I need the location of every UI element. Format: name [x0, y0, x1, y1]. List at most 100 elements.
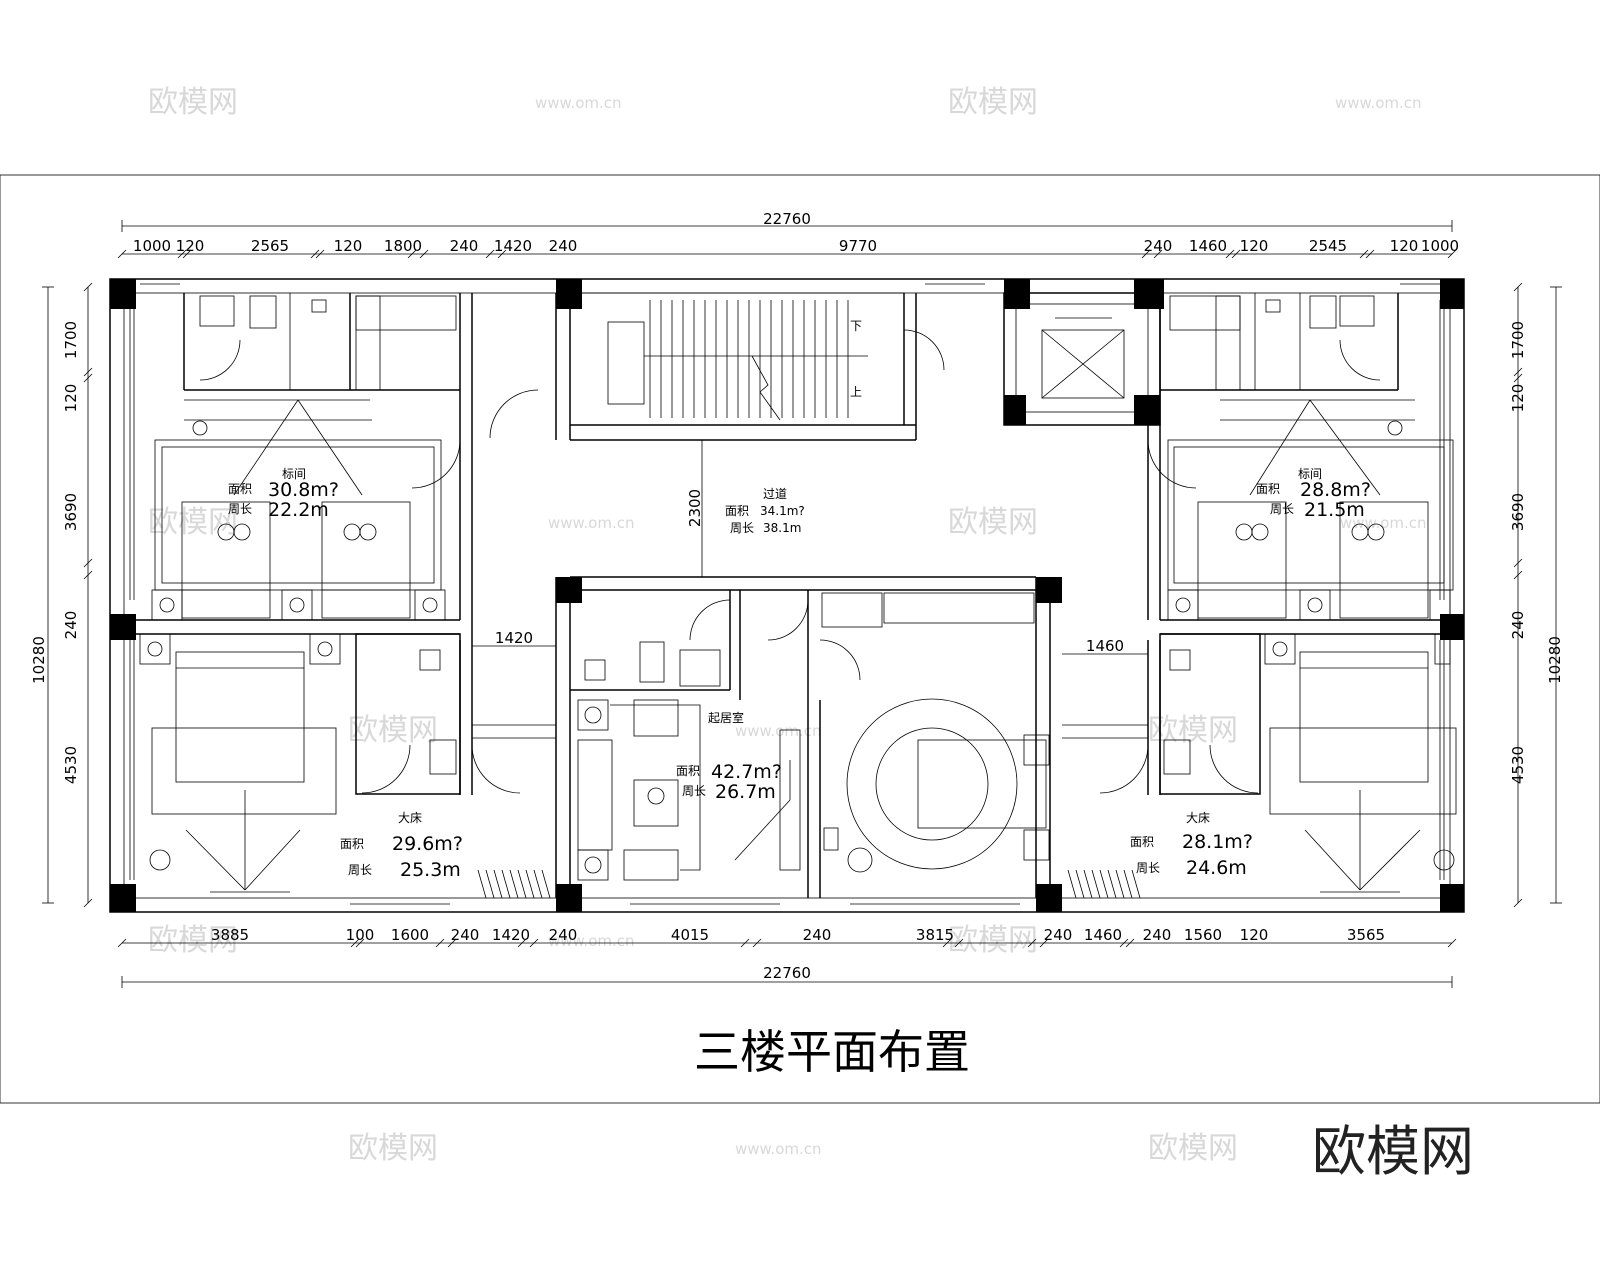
dim-tick: [315, 249, 325, 259]
dim-tick: [1513, 367, 1523, 377]
interior-walls: [124, 292, 1450, 898]
dim-tick: [117, 249, 127, 259]
dim-corridor-right: 1460: [1086, 637, 1124, 655]
dim-bottom: 3565: [1347, 926, 1385, 944]
top-dimensions: 22760 1000 120 2565 120 1800 240 1420 24…: [117, 210, 1459, 259]
watermarks: 欧模网 www.om.cn 欧模网 www.om.cn www.om.cn 欧模…: [148, 85, 1427, 1166]
dim-bottom: 3885: [211, 926, 249, 944]
room-label-master-left: 大床 面积 29.6m? 周长 25.3m: [340, 811, 463, 881]
dim-tick: [497, 249, 507, 259]
bottom-dimensions: 3885 100 1600 240 1420 240 4015 240 3815…: [117, 926, 1457, 988]
dim-bottom: 240: [549, 926, 578, 944]
dim-right: 240: [1509, 611, 1527, 640]
dim-tick: [83, 570, 93, 580]
dim-top: 240: [1144, 237, 1173, 255]
area-label: 面积: [1130, 835, 1154, 849]
hatch-line: [485, 869, 495, 899]
watermark-logo: 欧模网: [348, 713, 438, 748]
hatch-line: [1107, 869, 1117, 899]
watermark-logo: 欧模网: [148, 505, 238, 540]
dim-bottom: 3815: [916, 926, 954, 944]
dim-tick: [1447, 249, 1457, 259]
dim-tick: [117, 938, 127, 948]
room-name: 大床: [1186, 811, 1210, 825]
dim-tick: [435, 938, 445, 948]
dim-bottom: 100: [346, 926, 375, 944]
door-swings: [199, 329, 1381, 794]
watermark-url: www.om.cn: [548, 932, 635, 950]
dim-hall-depth: 2300: [686, 489, 704, 527]
hatch-line: [1067, 869, 1077, 899]
room-label-twin-right: 标间 面积 28.8m? 周长 21.5m: [1256, 467, 1371, 521]
dim-right: 1700: [1509, 321, 1527, 359]
exterior-walls: [109, 278, 1465, 913]
dim-tick: [1225, 249, 1235, 259]
dim-tick: [83, 367, 93, 377]
dim-left: 3690: [62, 493, 80, 531]
dim-tick: [1125, 938, 1135, 948]
dim-bottom: 240: [803, 926, 832, 944]
perimeter-label: 周长: [228, 502, 252, 516]
dim-left: 240: [62, 611, 80, 640]
dim-top: 240: [450, 237, 479, 255]
hatch-line: [541, 869, 551, 899]
dim-left-total: 10280: [30, 636, 48, 684]
dim-right: 4530: [1509, 746, 1527, 784]
perimeter-value: 25.3m: [400, 859, 461, 881]
perimeter-value: 24.6m: [1186, 857, 1247, 879]
dim-top: 2565: [251, 237, 289, 255]
left-dimensions: 1700 120 3690 240 4530 10280: [30, 282, 93, 908]
perimeter-value: 38.1m: [763, 521, 801, 535]
dim-tick: [942, 938, 952, 948]
hatch-line: [1099, 869, 1109, 899]
area-value: 42.7m?: [711, 761, 782, 783]
internal-dimensions: 1420 1460 2300: [472, 440, 1148, 655]
room-name: 标间: [1298, 467, 1322, 481]
right-dimensions: 1700 120 3690 240 4530 10280: [1509, 282, 1564, 908]
hatch-line: [1115, 869, 1125, 899]
stair-up-label: 上: [850, 385, 862, 399]
perimeter-label: 周长: [1270, 502, 1294, 516]
hatch-line: [1131, 869, 1141, 899]
dim-top: 120: [1240, 237, 1269, 255]
dim-top: 1000: [133, 237, 171, 255]
perimeter-label: 周长: [1136, 861, 1160, 875]
dim-right: 3690: [1509, 493, 1527, 531]
dim-tick: [740, 938, 750, 948]
staircase: 下 上: [607, 300, 868, 421]
perimeter-label: 周长: [730, 521, 754, 535]
watermark-logo: 欧模网: [948, 85, 1038, 120]
twin-room-right-furniture: [1167, 399, 1454, 621]
dim-top: 1000: [1421, 237, 1459, 255]
dim-bottom: 1560: [1184, 926, 1222, 944]
dim-tick: [83, 558, 93, 568]
area-value: 34.1m?: [760, 504, 805, 518]
dim-top: 1800: [384, 237, 422, 255]
perimeter-label: 周长: [348, 863, 372, 877]
hatch-line: [1091, 869, 1101, 899]
watermark-url: www.om.cn: [535, 94, 622, 112]
watermark-url: www.om.cn: [1335, 94, 1422, 112]
dim-top: 120: [334, 237, 363, 255]
dim-tick: [1359, 249, 1369, 259]
dim-top: 9770: [839, 237, 877, 255]
area-label: 面积: [1256, 482, 1280, 496]
area-label: 面积: [228, 482, 252, 496]
dim-tick: [1447, 938, 1457, 948]
hatch-line: [1083, 869, 1093, 899]
dim-tick: [83, 282, 93, 292]
dim-top: 120: [176, 237, 205, 255]
area-label: 面积: [340, 837, 364, 851]
room-name: 起居室: [708, 710, 744, 725]
hatch-line: [509, 869, 519, 899]
dim-tick: [310, 249, 320, 259]
dim-tick: [83, 373, 93, 383]
dim-tick: [1513, 373, 1523, 383]
dim-tick: [1231, 249, 1241, 259]
dim-tick: [1365, 249, 1375, 259]
room-name: 大床: [398, 811, 422, 825]
dim-tick: [1039, 938, 1049, 948]
dim-tick: [83, 898, 93, 908]
area-value: 29.6m?: [392, 833, 463, 855]
